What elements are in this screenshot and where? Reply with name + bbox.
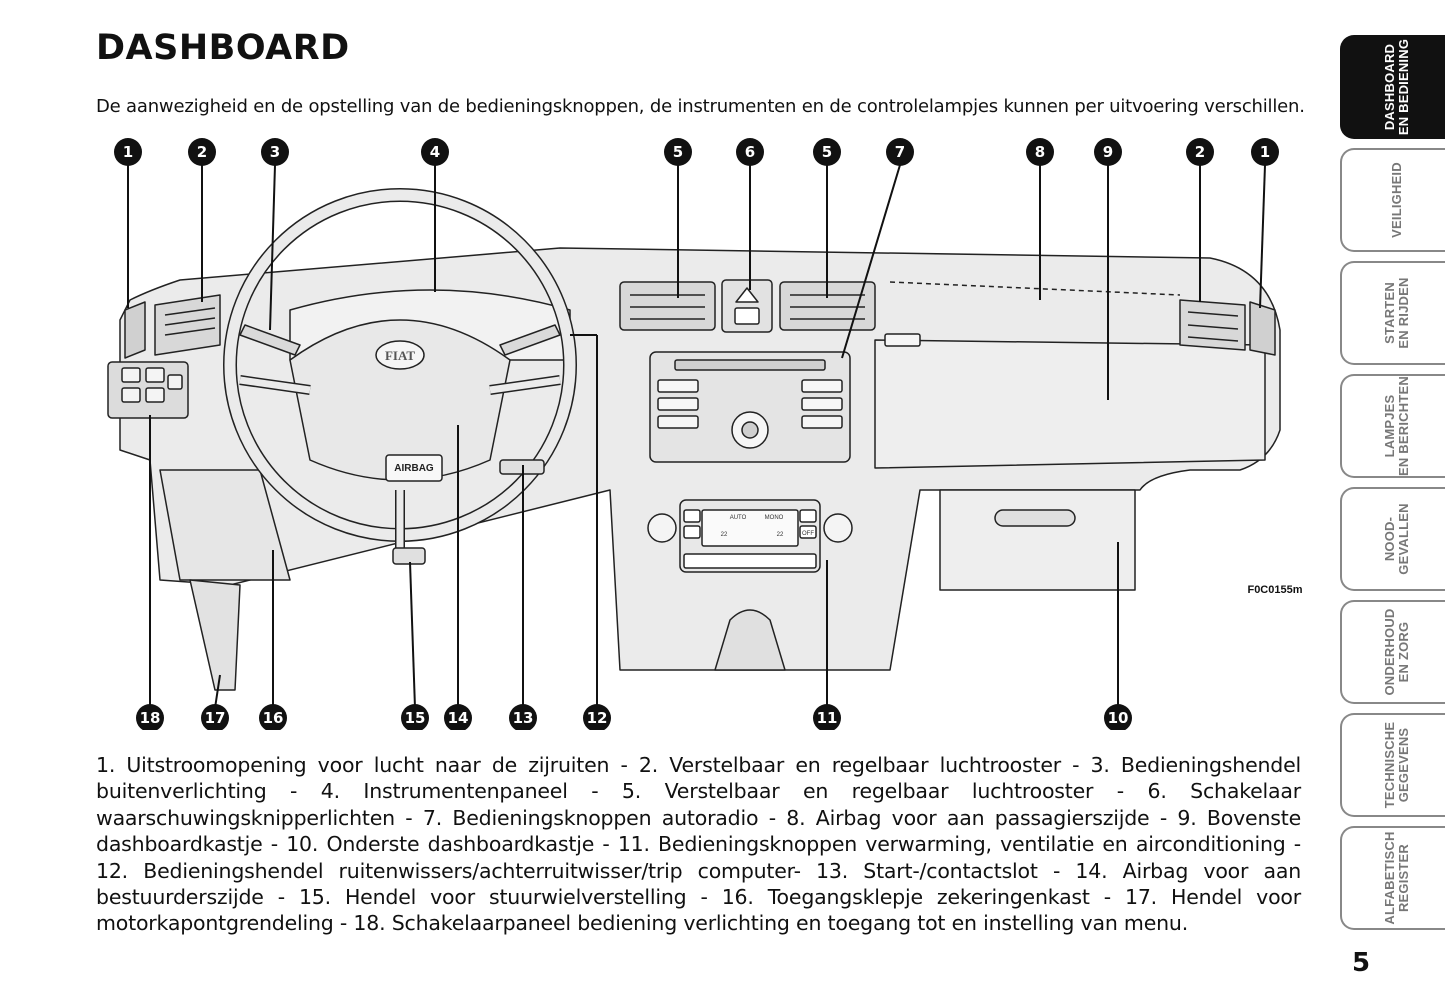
airbag-label: AIRBAG — [394, 463, 434, 474]
dashboard-illustration: FIAT AIRBAG AUTO MONO 22 22 OFF F0C0155m… — [107, 138, 1303, 730]
svg-text:7: 7 — [895, 143, 905, 161]
tab-onderhoud[interactable]: ONDERHOUD EN ZORG — [1340, 600, 1445, 704]
tab-noodgevallen[interactable]: NOOD- GEVALLEN — [1340, 487, 1445, 591]
tab-label: STARTEN EN RIJDEN — [1382, 277, 1411, 349]
tab-label: DASHBOARD EN BEDIENING — [1382, 38, 1411, 136]
callout-top-9 — [1094, 138, 1122, 166]
chapter-tabs: DASHBOARD EN BEDIENING VEILIGHEID STARTE… — [1336, 0, 1445, 998]
legend-text: 1. Uitstroomopening voor lucht naar de z… — [96, 753, 1301, 936]
callout-top-5a — [664, 138, 692, 166]
svg-text:8: 8 — [1035, 143, 1045, 161]
tab-starten[interactable]: STARTEN EN RIJDEN — [1340, 261, 1445, 365]
ac-temp-right: 22 — [777, 532, 784, 538]
svg-text:3: 3 — [270, 143, 280, 161]
svg-text:4: 4 — [430, 143, 440, 161]
tab-veiligheid[interactable]: VEILIGHEID — [1340, 148, 1445, 252]
callout-bottom-10 — [1104, 704, 1132, 730]
page-number: 5 — [1352, 948, 1371, 978]
svg-text:11: 11 — [817, 709, 838, 727]
intro-text: De aanwezigheid en de opstelling van de … — [96, 96, 1305, 117]
callout-top-5b — [813, 138, 841, 166]
left-vent — [154, 294, 221, 356]
svg-text:15: 15 — [405, 709, 426, 727]
svg-text:10: 10 — [1108, 709, 1129, 727]
callout-top-1b — [1251, 138, 1279, 166]
svg-text:2: 2 — [1195, 143, 1205, 161]
callout-bottom-17 — [201, 704, 229, 730]
callout-top-7 — [886, 138, 914, 166]
ac-temp-left: 22 — [721, 532, 728, 538]
radio-unit — [649, 351, 851, 463]
glovebox-lower — [939, 489, 1136, 591]
tab-label: TECHNISCHE GEGEVENS — [1382, 721, 1411, 809]
svg-text:18: 18 — [140, 709, 161, 727]
svg-text:13: 13 — [513, 709, 534, 727]
svg-text:1: 1 — [1260, 143, 1270, 161]
svg-text:9: 9 — [1103, 143, 1113, 161]
ac-auto-label: AUTO — [730, 515, 747, 521]
tab-label: NOOD- GEVALLEN — [1382, 503, 1411, 575]
svg-text:16: 16 — [263, 709, 284, 727]
gear-lever — [714, 609, 786, 671]
callout-top-3 — [261, 138, 289, 166]
callout-lines — [127, 164, 1266, 709]
bonnet-release-lever — [189, 579, 241, 691]
callouts-bottom: 18 17 16 15 14 13 12 11 10 — [136, 704, 1132, 730]
callout-bottom-12 — [583, 704, 611, 730]
svg-text:6: 6 — [745, 143, 755, 161]
callouts-top: 1 2 3 4 5 6 5 7 8 9 2 1 — [114, 138, 1279, 166]
tab-lampjes[interactable]: LAMPJES EN BERICHTEN — [1340, 374, 1445, 478]
callout-bottom-18 — [136, 704, 164, 730]
svg-text:5: 5 — [673, 143, 683, 161]
glovebox-upper — [874, 339, 1266, 469]
fiat-logo: FIAT — [385, 348, 415, 363]
callout-bottom-16 — [259, 704, 287, 730]
tab-label: ONDERHOUD EN ZORG — [1382, 608, 1411, 696]
callout-bottom-13 — [509, 704, 537, 730]
tab-technische-gegevens[interactable]: TECHNISCHE GEGEVENS — [1340, 713, 1445, 817]
callout-top-1 — [114, 138, 142, 166]
tab-dashboard[interactable]: DASHBOARD EN BEDIENING — [1340, 35, 1445, 139]
page-title: DASHBOARD — [96, 28, 350, 68]
ac-off-label: OFF — [802, 531, 814, 537]
svg-text:12: 12 — [587, 709, 608, 727]
tab-label: LAMPJES EN BERICHTEN — [1382, 376, 1411, 476]
callout-bottom-15 — [401, 704, 429, 730]
ac-mono-label: MONO — [765, 515, 784, 521]
callout-top-6 — [736, 138, 764, 166]
callout-bottom-14 — [444, 704, 472, 730]
steering-wheel-hub — [289, 319, 511, 481]
callout-bottom-11 — [813, 704, 841, 730]
callout-top-2b — [1186, 138, 1214, 166]
callout-top-8 — [1026, 138, 1054, 166]
steering-adjust-lever — [392, 547, 426, 565]
callout-top-4 — [421, 138, 449, 166]
svg-text:14: 14 — [448, 709, 469, 727]
svg-text:17: 17 — [205, 709, 226, 727]
svg-text:5: 5 — [822, 143, 832, 161]
svg-text:1: 1 — [123, 143, 133, 161]
figure-code: F0C0155m — [1247, 584, 1302, 596]
callout-top-2 — [188, 138, 216, 166]
centre-vent-left — [619, 281, 716, 331]
tab-label: ALFABETISCH REGISTER — [1382, 831, 1411, 925]
tab-label: VEILIGHEID — [1389, 162, 1404, 238]
svg-text:2: 2 — [197, 143, 207, 161]
tab-alfabetisch-register[interactable]: ALFABETISCH REGISTER — [1340, 826, 1445, 930]
